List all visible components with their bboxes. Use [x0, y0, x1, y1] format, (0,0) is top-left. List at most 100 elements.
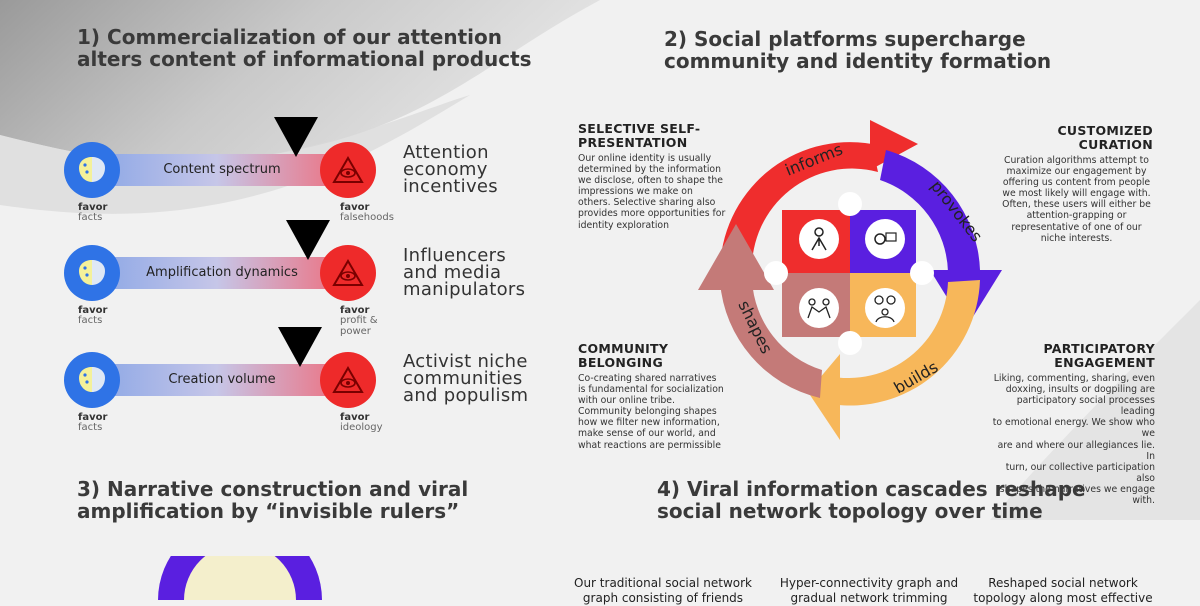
body-line: to emotional energy. We show who we	[992, 417, 1155, 440]
ring-segment-shapes	[720, 280, 822, 398]
left-favor-subtitle: facts	[78, 315, 103, 326]
body-line: we disclose, often to shape the	[578, 175, 724, 187]
body-line: Liking, commenting, sharing, even	[993, 373, 1155, 384]
bar-label: Creation volume	[168, 372, 276, 387]
right-favor-title: favor	[340, 202, 370, 213]
side-label-line: economy	[403, 159, 488, 180]
side-label-line: Influencers	[403, 245, 506, 266]
brain-icon	[64, 352, 120, 408]
network-subtitle-1: Our traditional social network graph con…	[570, 576, 756, 606]
panel1-title: 1) Commercialization of our attention al…	[77, 26, 532, 70]
block-title-line: SELECTIVE SELF-	[578, 121, 701, 136]
side-label-line: manipulators	[403, 279, 526, 300]
panel1-title-line2: alters content of informational products	[77, 47, 532, 71]
left-favor-title: favor	[78, 305, 108, 316]
side-label-line: Attention	[403, 142, 489, 163]
subtitle-line: graph consisting of friends	[582, 591, 744, 605]
spectrum-row-1: Content spectrum favor facts favor false…	[64, 117, 394, 223]
body-line: Co-creating shared narratives	[578, 373, 717, 384]
spectrum-pointer-triangle	[274, 117, 318, 157]
subtitle-line: Our traditional social network	[574, 576, 752, 590]
body-line: provides more opportunities for	[578, 208, 726, 220]
body-line: how we filter new information,	[578, 417, 720, 429]
row3-side-label: Activist niche communities and populism	[403, 351, 543, 406]
block-body: Co-creating shared narratives is fundame…	[578, 373, 728, 451]
side-label-line: Activist niche	[403, 351, 528, 372]
left-favor-title: favor	[78, 412, 108, 423]
connector-top	[838, 192, 862, 216]
left-favor-subtitle: facts	[78, 212, 103, 223]
left-favor-subtitle: facts	[78, 422, 103, 433]
illuminati-eye-icon	[320, 142, 376, 198]
body-line: are and where our allegiances lie. In	[997, 439, 1155, 462]
side-label-line: and media	[403, 262, 502, 283]
identity-cycle-diagram: informs provokes builds shapes	[698, 120, 1002, 440]
gradient-bar: Creation volume	[90, 364, 354, 396]
right-favor-subtitle: ideology	[340, 422, 383, 433]
brain-icon	[64, 142, 120, 198]
social-reactions-icon	[865, 288, 905, 328]
left-favor-title: favor	[78, 202, 108, 213]
body-line: turn, our collective participation also	[1005, 461, 1155, 484]
connector-right	[910, 261, 934, 285]
body-line: participatory social processes leading	[1016, 395, 1155, 418]
body-line: maximize our engagement by	[1006, 166, 1147, 178]
side-label-line: and populism	[403, 385, 529, 406]
body-line: Often, these users will either be	[1002, 199, 1151, 211]
subtitle-line: Hyper-connectivity graph and	[779, 576, 959, 590]
panel4-title-line1: 4) Viral information cascades reshape	[657, 477, 1086, 501]
gradient-bar: Content spectrum	[90, 154, 354, 186]
arrowhead-builds	[808, 354, 840, 440]
illuminati-eye-icon	[320, 352, 376, 408]
block-title-line: CURATION	[1078, 137, 1153, 152]
block-title: SELECTIVE SELF-PRESENTATION	[578, 122, 728, 150]
block-title-line: PRESENTATION	[578, 135, 688, 150]
row2-side-label: Influencers and media manipulators	[403, 245, 543, 300]
body-line: representative of one of our	[1011, 221, 1142, 233]
panel2-title: 2) Social platforms supercharge communit…	[664, 28, 1051, 72]
network-subtitle-2: Hyper-connectivity graph and gradual net…	[776, 576, 962, 606]
panel1-title-line1: 1) Commercialization of our attention	[77, 25, 502, 49]
subtitle-line: Reshaped social network	[988, 576, 1138, 590]
spectrum-row-2: Amplification dynamics favor facts favor…	[64, 220, 384, 337]
body-line: what reactions are permissible	[578, 439, 721, 451]
arrowhead-shapes	[698, 224, 774, 290]
block-body: Our online identity is usually determine…	[578, 153, 728, 231]
body-line: make sense of our world, and	[578, 428, 716, 440]
right-favor-subtitle: profit & power	[340, 315, 378, 337]
body-line: is fundamental for socialization	[578, 384, 724, 396]
side-label-line: incentives	[403, 176, 498, 197]
connector-bottom	[838, 331, 862, 355]
ring-segment-builds	[828, 280, 980, 406]
body-line: identity exploration	[578, 219, 669, 231]
arrowhead-informs	[870, 120, 918, 170]
bar-label: Content spectrum	[163, 162, 281, 177]
body-line: Our online identity is usually	[578, 153, 712, 164]
body-line: Curation algorithms attempt to	[1004, 155, 1149, 166]
block-selective-self-presentation: SELECTIVE SELF-PRESENTATION Our online i…	[578, 122, 728, 231]
block-title-line: COMMUNITY	[578, 341, 669, 356]
body-line: with our online tribe.	[578, 395, 675, 407]
body-line: niche interests.	[1040, 232, 1113, 244]
panel2-title-line1: 2) Social platforms supercharge	[664, 27, 1026, 51]
panel4-title-line2: social network topology over time	[657, 499, 1043, 523]
body-line: we most likely will engage with.	[1002, 188, 1151, 200]
right-favor-title: favor	[340, 412, 370, 423]
subtitle-line: topology along most effective	[973, 591, 1153, 605]
body-line: Community belonging shapes	[578, 406, 717, 418]
panel3-title-line1: 3) Narrative construction and viral	[77, 477, 469, 501]
body-line: doxxing, insults or dogpiling are	[1005, 384, 1155, 396]
body-line: determined by the information	[578, 164, 721, 176]
network-subtitle-3: Reshaped social network topology along m…	[970, 576, 1156, 606]
body-line: offering us content from people	[1002, 177, 1151, 189]
panel2-title-line2: community and identity formation	[664, 49, 1052, 73]
block-body: Liking, commenting, sharing, even doxxin…	[990, 373, 1155, 506]
group-hug-icon	[799, 288, 839, 328]
ring-segment-provokes	[880, 150, 980, 272]
